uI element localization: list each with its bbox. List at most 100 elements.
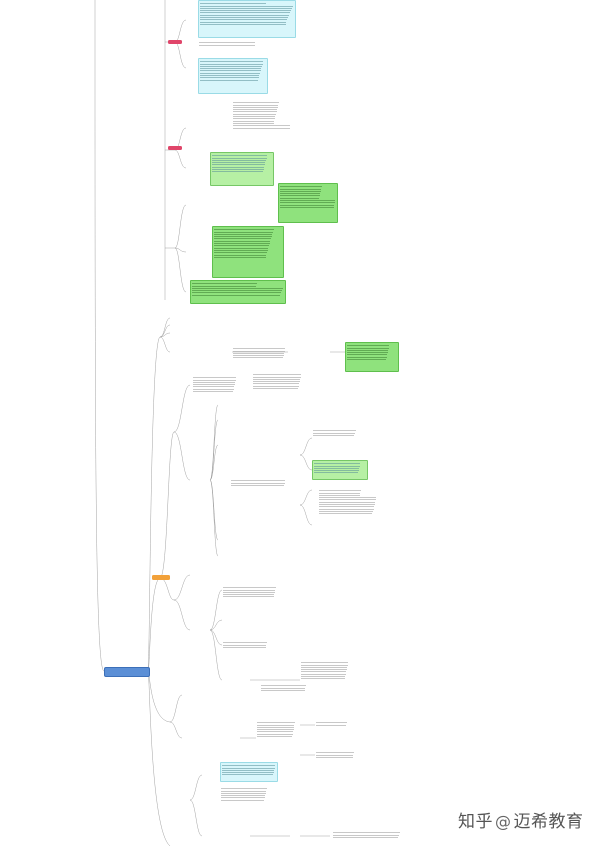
- note-line: [253, 378, 301, 380]
- watermark-platform: 知乎: [458, 812, 493, 832]
- note-line: [280, 195, 320, 197]
- note-line: [200, 21, 287, 23]
- note-line: [214, 243, 270, 245]
- note-box: [345, 342, 399, 372]
- note-line: [214, 247, 269, 249]
- note-line: [257, 733, 293, 735]
- note-box: [220, 786, 278, 812]
- note-line: [214, 238, 272, 240]
- note-line: [212, 159, 266, 161]
- branch-tag[interactable]: [168, 146, 182, 150]
- note-line: [200, 10, 292, 12]
- note-line: [301, 673, 346, 675]
- note-line: [192, 283, 258, 285]
- note-line: [319, 504, 375, 506]
- note-line: [212, 164, 265, 166]
- note-line: [347, 345, 389, 347]
- note-line: [319, 490, 361, 492]
- note-line: [316, 756, 353, 758]
- note-line: [233, 127, 290, 129]
- note-box: [222, 640, 278, 654]
- note-line: [347, 356, 387, 358]
- note-line: [193, 388, 234, 390]
- note-line: [333, 836, 399, 838]
- note-line: [214, 236, 272, 238]
- note-line: [347, 359, 386, 361]
- branch-tag[interactable]: [168, 40, 182, 44]
- note-line: [319, 510, 373, 512]
- note-line: [223, 642, 267, 644]
- note-line: [233, 122, 274, 124]
- note-line: [193, 384, 235, 386]
- note-line: [221, 788, 267, 790]
- note-line: [316, 722, 347, 724]
- note-line: [319, 492, 361, 494]
- note-line: [214, 252, 268, 254]
- note-line: [192, 292, 282, 294]
- note-line: [212, 155, 268, 157]
- note-line: [301, 678, 345, 680]
- note-line: [233, 357, 284, 359]
- note-line: [233, 116, 276, 118]
- note-line: [221, 790, 267, 792]
- note-line: [233, 113, 276, 115]
- note-line: [347, 349, 388, 351]
- note-line: [200, 72, 261, 74]
- note-line: [301, 669, 347, 671]
- note-box: [312, 460, 368, 480]
- note-line: [257, 731, 294, 733]
- note-box: [260, 683, 320, 699]
- note-line: [257, 724, 295, 726]
- note-line: [200, 19, 288, 21]
- note-line: [333, 832, 400, 834]
- root-node[interactable]: [104, 667, 150, 677]
- note-line: [280, 193, 321, 195]
- note-line: [253, 381, 300, 383]
- watermark-at: @: [495, 812, 512, 831]
- note-line: [233, 109, 278, 111]
- note-line: [222, 769, 275, 771]
- note-line: [253, 376, 301, 378]
- branch-tag[interactable]: [152, 575, 170, 580]
- note-line: [319, 506, 375, 508]
- note-line: [200, 63, 263, 65]
- note-line: [212, 171, 263, 173]
- note-line: [221, 797, 265, 799]
- note-line: [233, 106, 278, 108]
- note-line: [319, 494, 360, 496]
- note-line: [257, 722, 295, 724]
- note-line: [200, 7, 293, 9]
- note-line: [257, 736, 293, 738]
- note-line: [193, 379, 236, 381]
- note-line: [314, 467, 360, 469]
- note-line: [280, 204, 335, 206]
- note-line: [223, 594, 275, 596]
- note-box: [230, 478, 296, 492]
- note-line: [221, 795, 266, 797]
- note-line: [261, 689, 305, 691]
- note-line: [301, 666, 347, 668]
- note-line: [200, 3, 266, 5]
- note-box: [300, 660, 352, 694]
- note-box: [318, 488, 378, 532]
- note-line: [253, 385, 299, 387]
- note-line: [192, 285, 257, 287]
- note-line: [212, 166, 265, 168]
- note-line: [200, 68, 262, 70]
- note-line: [200, 75, 260, 77]
- note-line: [280, 188, 322, 190]
- note-line: [233, 125, 291, 127]
- note-line: [193, 377, 237, 379]
- note-line: [253, 383, 300, 385]
- note-line: [313, 430, 356, 432]
- note-line: [193, 391, 233, 393]
- note-line: [200, 77, 259, 79]
- note-box: [232, 346, 288, 366]
- note-box: [332, 830, 404, 844]
- note-line: [214, 245, 270, 247]
- note-line: [280, 200, 336, 202]
- note-line: [257, 726, 294, 728]
- note-box: [252, 372, 306, 402]
- note-line: [253, 374, 302, 376]
- note-line: [233, 350, 285, 352]
